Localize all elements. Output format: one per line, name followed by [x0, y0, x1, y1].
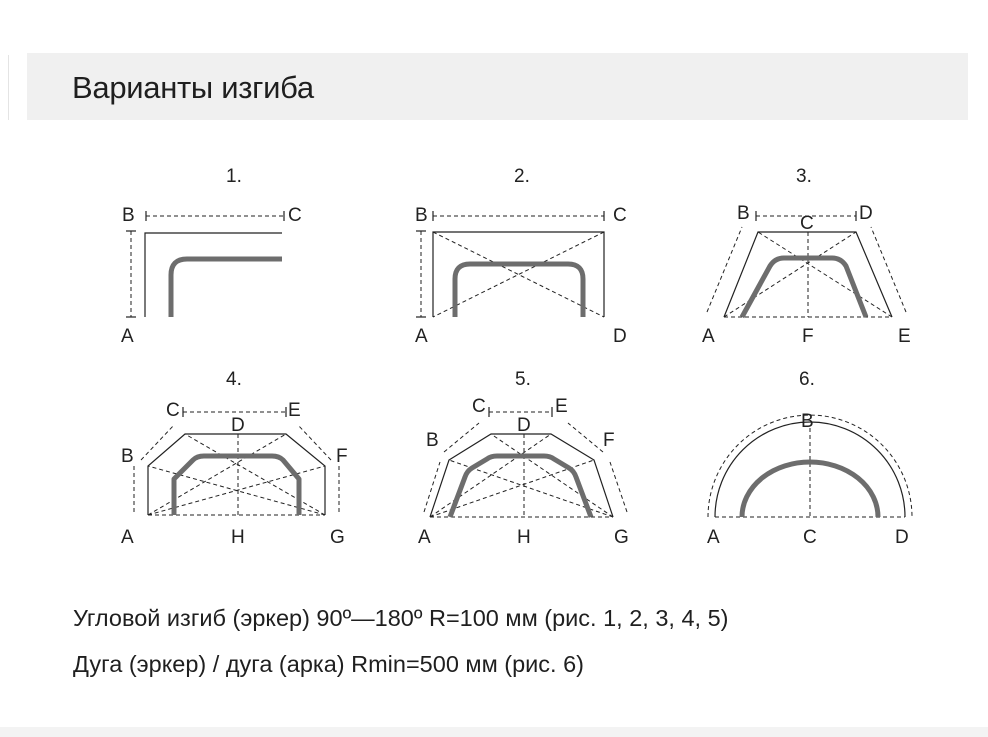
point-label-d: D — [613, 326, 627, 347]
diagram-number: 1. — [226, 166, 242, 187]
point-label-f: F — [802, 326, 814, 347]
point-label-c: C — [803, 527, 817, 548]
point-label-f: F — [603, 430, 615, 451]
point-label-d: D — [231, 415, 245, 436]
point-label-b: B — [801, 411, 814, 432]
point-label-d: D — [859, 203, 873, 224]
point-label-a: A — [121, 326, 134, 347]
point-label-b: B — [426, 430, 439, 451]
diagram-number: 6. — [799, 369, 815, 390]
point-label-a: A — [707, 527, 720, 548]
caption-angle-bend: Угловой изгиб (эркер) 90º—180º R=100 мм … — [73, 605, 729, 631]
point-label-e: E — [288, 400, 301, 421]
point-label-g: G — [614, 527, 629, 548]
diagram-number: 3. — [796, 166, 812, 187]
point-label-g: G — [330, 527, 345, 548]
point-label-a: A — [415, 326, 428, 347]
point-label-e: E — [898, 326, 911, 347]
point-label-b: B — [122, 205, 135, 226]
point-label-d: D — [895, 527, 909, 548]
point-label-c: C — [288, 205, 302, 226]
diagram-4: 4. C D E B F A H G — [121, 369, 348, 548]
left-divider — [8, 55, 9, 120]
caption-arc-bend: Дуга (эркер) / дуга (арка) Rmin=500 мм (… — [73, 651, 584, 677]
point-label-b: B — [121, 446, 134, 467]
diagram-5: 5. C D E B F A H G — [418, 369, 629, 548]
point-label-c: C — [472, 396, 486, 417]
point-label-d: D — [517, 415, 531, 436]
diagram-number: 5. — [515, 369, 531, 390]
bottom-divider — [0, 727, 988, 737]
point-label-h: H — [517, 527, 531, 548]
section-header: Варианты изгиба — [27, 53, 968, 120]
point-label-a: A — [418, 527, 431, 548]
point-label-f: F — [336, 446, 348, 467]
point-label-c: C — [800, 213, 814, 234]
point-label-a: A — [702, 326, 715, 347]
diagram-6: 6. B A C D — [707, 369, 913, 548]
point-label-c: C — [613, 205, 627, 226]
diagram-3: 3. B C D A F E — [702, 166, 911, 347]
point-label-a: A — [121, 527, 134, 548]
diagram-number: 4. — [226, 369, 242, 390]
diagram-number: 2. — [514, 166, 530, 187]
point-label-c: C — [166, 400, 180, 421]
point-label-e: E — [555, 396, 568, 417]
point-label-h: H — [231, 527, 245, 548]
page-title: Варианты изгиба — [72, 70, 314, 105]
diagram-1: 1. B C A — [121, 166, 302, 347]
diagram-2: 2. B C A D — [415, 166, 627, 347]
point-label-b: B — [737, 203, 750, 224]
point-label-b: B — [415, 205, 428, 226]
